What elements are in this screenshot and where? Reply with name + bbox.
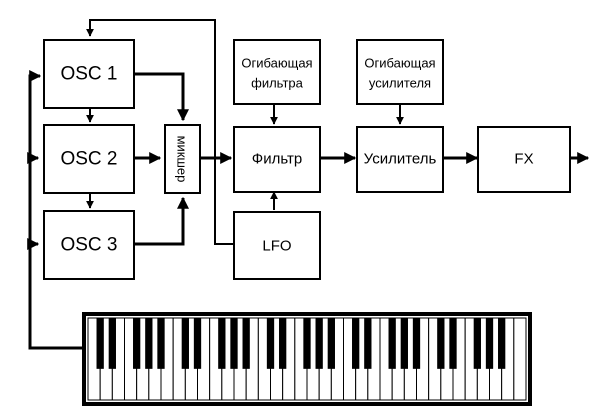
- filter-label: Фильтр: [252, 151, 302, 168]
- black-key: [303, 318, 311, 369]
- black-key: [388, 318, 396, 369]
- fx-block: FX: [477, 126, 571, 193]
- filter-envelope-block: Огибающая фильтра: [233, 39, 321, 105]
- black-key: [315, 318, 323, 369]
- mixer-label: микшер: [175, 136, 190, 183]
- fx-label: FX: [514, 151, 533, 168]
- black-key: [437, 318, 445, 369]
- black-key: [473, 318, 481, 369]
- osc3-label: OSC 3: [60, 235, 117, 256]
- osc3-to-mixer: [134, 196, 189, 246]
- black-key: [230, 318, 238, 369]
- black-key: [327, 318, 335, 369]
- black-key: [400, 318, 408, 369]
- black-key: [193, 318, 202, 369]
- black-key: [157, 318, 165, 369]
- black-key: [242, 318, 250, 369]
- white-key: [513, 317, 527, 401]
- black-key: [266, 318, 275, 369]
- osc2-label: OSC 2: [60, 149, 117, 170]
- black-key: [279, 318, 287, 369]
- amplifier-label: Усилитель: [364, 151, 437, 168]
- piano-keyboard: [82, 312, 532, 406]
- amp-envelope-label-1: Огибающая: [364, 56, 435, 71]
- black-key: [133, 318, 141, 369]
- black-key: [218, 318, 226, 369]
- filter-envelope-label-2: фильтра: [251, 76, 303, 91]
- osc3-block: OSC 3: [43, 210, 135, 280]
- black-key: [145, 318, 153, 369]
- feedback-loop: [86, 19, 216, 160]
- lfo-block: LFO: [233, 211, 321, 280]
- lfo-label: LFO: [262, 238, 291, 255]
- filter-block: Фильтр: [233, 126, 321, 193]
- amp-envelope-block: Огибающая усилителя: [356, 39, 444, 105]
- black-key: [96, 318, 104, 369]
- osc1-block: OSC 1: [43, 39, 135, 109]
- filter-envelope-label-1: Огибающая: [241, 56, 312, 71]
- osc1-label: OSC 1: [60, 64, 117, 85]
- lfo-link: [214, 160, 234, 245]
- black-key: [181, 318, 189, 369]
- black-key: [364, 318, 372, 369]
- mixer-block: микшер: [164, 124, 201, 194]
- black-key: [352, 318, 360, 369]
- black-key: [412, 318, 421, 369]
- black-key: [498, 318, 506, 369]
- osc1-to-mixer: [134, 72, 189, 122]
- black-key: [108, 318, 116, 369]
- amp-envelope-label-2: усилителя: [369, 76, 431, 91]
- black-key: [449, 318, 457, 369]
- amplifier-block: Усилитель: [356, 126, 444, 193]
- black-key: [485, 318, 494, 369]
- osc2-block: OSC 2: [43, 124, 135, 194]
